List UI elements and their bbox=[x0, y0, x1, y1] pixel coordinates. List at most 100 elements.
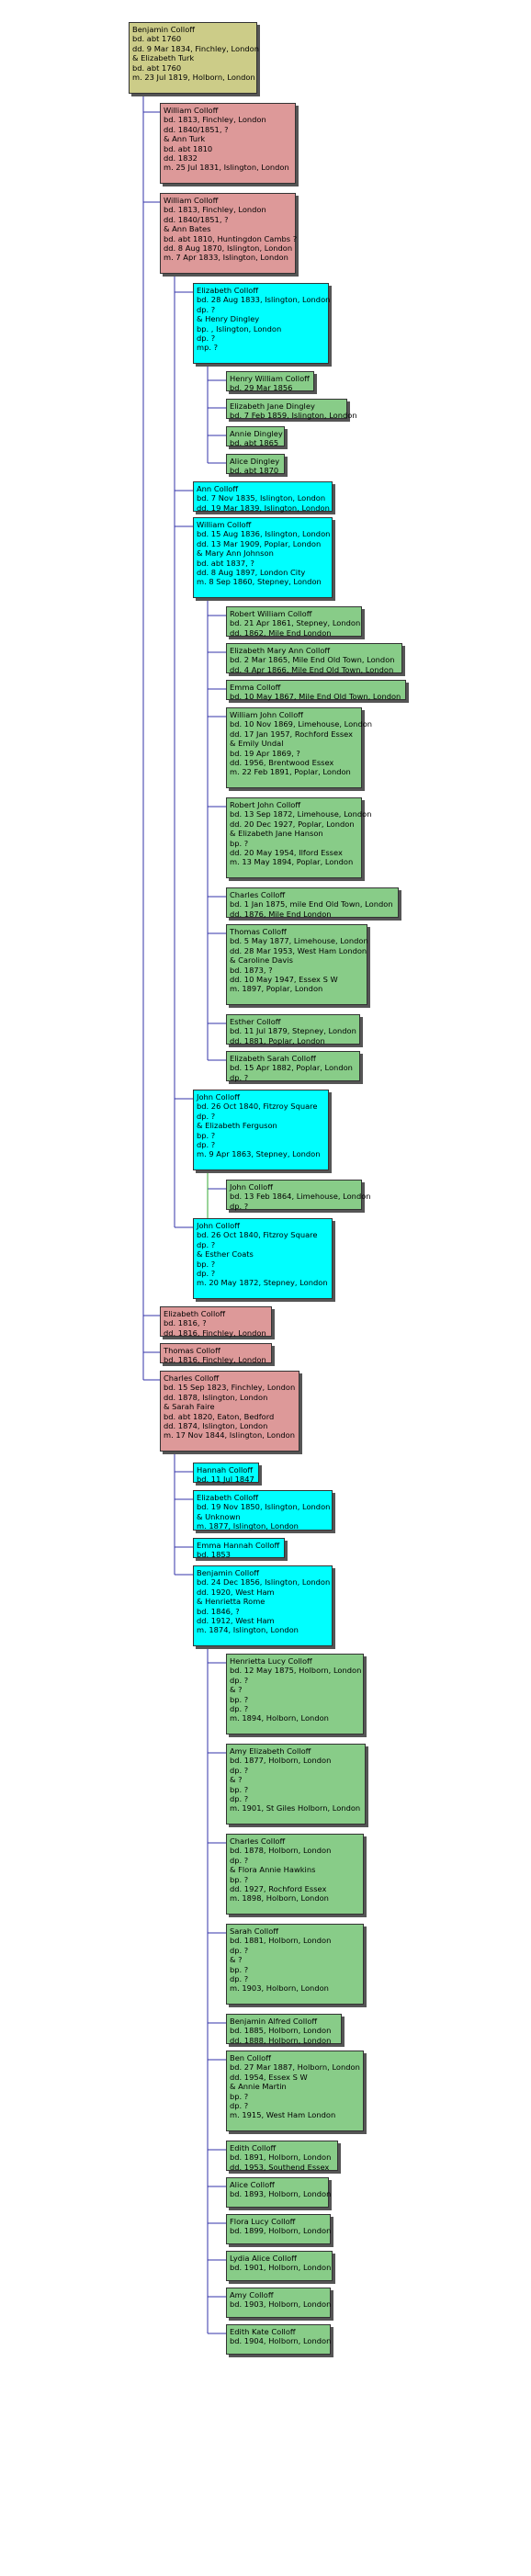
person-name: Lydia Alice Colloff bbox=[230, 2254, 297, 2263]
person-name: Esther Colloff bbox=[230, 1017, 281, 1026]
person-detail: dp. ? bbox=[197, 1111, 216, 1121]
person-detail: dd. 1874, Islington, London bbox=[164, 1421, 268, 1431]
person-detail: m. 8 Sep 1860, Stepney, London bbox=[197, 577, 322, 587]
person-detail: dp. ? bbox=[197, 304, 216, 314]
person-detail: bd. 15 Apr 1882, Poplar, London bbox=[230, 1063, 353, 1073]
person-detail: & Emily Undal bbox=[230, 739, 284, 749]
person-detail: bd. abt 1820, Eaton, Bedford bbox=[164, 1411, 275, 1421]
person-detail: dp. ? bbox=[197, 333, 216, 344]
person-detail: bd. 26 Oct 1840, Fitzroy Square bbox=[197, 1230, 318, 1240]
person-detail: bd. 1901, Holborn, London bbox=[230, 2263, 332, 2273]
person-detail: & Unknown bbox=[197, 1511, 241, 1521]
person-detail: dd. 8 Aug 1897, London City bbox=[197, 568, 306, 578]
person-detail: bd. 1873, ? bbox=[230, 965, 273, 975]
person-detail: m. 23 Jul 1819, Holborn, London bbox=[132, 73, 255, 83]
person-detail: m. 1901, St Giles Holborn, London bbox=[230, 1803, 361, 1813]
person-name: William Colloff bbox=[164, 196, 219, 205]
person-detail: bd. 1891, Holborn, London bbox=[230, 2152, 332, 2163]
person-name: Thomas Colloff bbox=[164, 1346, 220, 1355]
person-name: Elizabeth Colloff bbox=[164, 1309, 226, 1318]
person-detail: bd. 1853 bbox=[197, 1550, 231, 1560]
person-name: Annie Dingley bbox=[230, 429, 283, 438]
person-detail: & ? bbox=[230, 1775, 243, 1785]
person-detail: m. 25 Jul 1831, Islington, London bbox=[164, 163, 289, 173]
person-name: Edith Colloff bbox=[230, 2143, 277, 2152]
person-detail: dd. 1912, West Ham bbox=[197, 1616, 275, 1626]
person-detail: bd. 10 Nov 1869, Limehouse, London bbox=[230, 719, 373, 729]
person-name: William John Colloff bbox=[230, 710, 303, 719]
person-detail: bd. 7 Feb 1859, Islington, London bbox=[230, 411, 357, 421]
person-detail: dp. ? bbox=[230, 1201, 249, 1211]
person-name: Charles Colloff bbox=[164, 1373, 220, 1383]
person-detail: dd. 17 Jan 1957, Rochford Essex bbox=[230, 729, 354, 739]
person-detail: & ? bbox=[230, 1685, 243, 1695]
person-detail: dd. 1954, Essex S W bbox=[230, 2072, 308, 2082]
person-detail: & Caroline Davis bbox=[230, 955, 293, 966]
person-detail: & Henry Dingley bbox=[197, 314, 260, 324]
person-detail: m. 1897, Poplar, London bbox=[230, 984, 323, 994]
person-detail: dd. 1840/1851, ? bbox=[164, 124, 229, 134]
person-detail: bd. 24 Dec 1856, Islington, London bbox=[197, 1577, 331, 1587]
person-detail: & Elizabeth Ferguson bbox=[197, 1121, 277, 1131]
person-name: Amy Colloff bbox=[230, 2290, 274, 2299]
person-detail: dd. 13 Mar 1909, Poplar, London bbox=[197, 538, 322, 548]
person-detail: bd. 15 Sep 1823, Finchley, London bbox=[164, 1383, 296, 1393]
person-detail: bd. abt 1810, Huntingdon Cambs ? bbox=[164, 233, 298, 243]
person-detail: dd. 1927, Rochford Essex bbox=[230, 1884, 327, 1894]
person-detail: dd. 1876, Mile End London bbox=[230, 909, 332, 919]
person-detail: bd. 1816, ? bbox=[164, 1318, 207, 1328]
person-name: Thomas Colloff bbox=[230, 927, 287, 936]
person-detail: bd. 11 Jul 1847 bbox=[197, 1474, 254, 1485]
person-detail: bd. 15 Aug 1836, Islington, London bbox=[197, 529, 331, 539]
person-detail: m. 22 Feb 1891, Poplar, London bbox=[230, 767, 351, 777]
person-detail: bp. ? bbox=[197, 1259, 216, 1269]
person-detail: m. 1877, Islington, London bbox=[197, 1521, 299, 1531]
person-detail: & Flora Annie Hawkins bbox=[230, 1865, 316, 1875]
person-detail: dd. 1840/1851, ? bbox=[164, 214, 229, 224]
person-detail: bd. abt 1837, ? bbox=[197, 558, 254, 568]
person-name: Elizabeth Colloff bbox=[197, 1493, 259, 1502]
person-name: John Colloff bbox=[230, 1182, 273, 1192]
